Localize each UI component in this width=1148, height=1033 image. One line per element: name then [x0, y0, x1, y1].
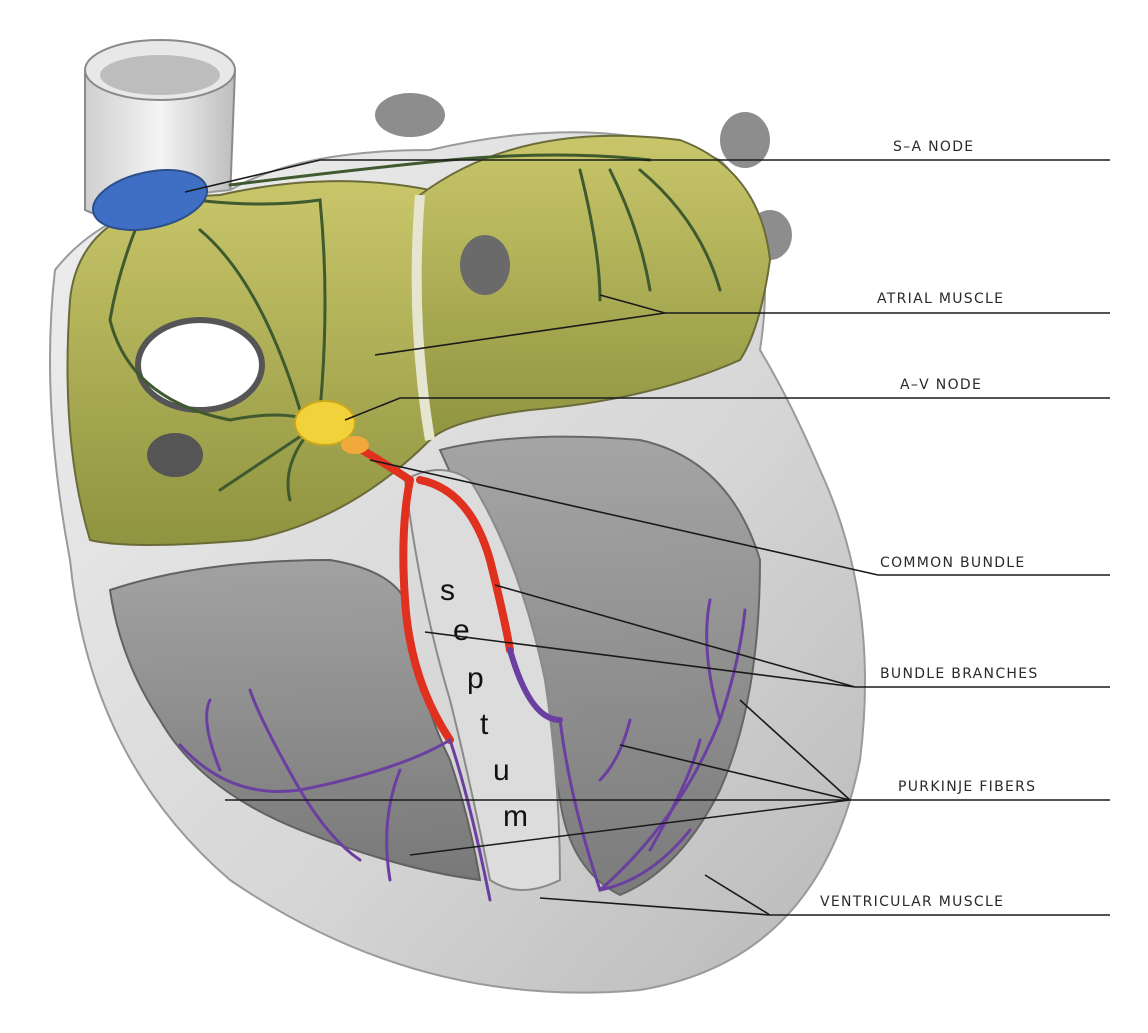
- right-bundle-branch: [399, 476, 454, 744]
- av-node-tail: [341, 436, 369, 454]
- leader-bundle-branches: [424, 584, 1110, 688]
- septum-label: s e p t u m: [440, 574, 528, 833]
- pulmonary-vein-opening: [460, 235, 510, 295]
- labels: S–A NODE ATRIAL MUSCLE A–V NODE COMMON B…: [820, 139, 1039, 910]
- label-atrial-muscle: ATRIAL MUSCLE: [877, 291, 1004, 307]
- septum-letter: s: [440, 574, 455, 607]
- septum-wall: [403, 469, 562, 891]
- septum-letter: t: [480, 708, 489, 741]
- sa-node: [91, 169, 209, 231]
- septum-letter: p: [467, 662, 484, 695]
- leader-purkinje-fibers: [225, 699, 1110, 856]
- label-common-bundle: COMMON BUNDLE: [880, 555, 1026, 571]
- label-bundle-branches: BUNDLE BRANCHES: [880, 666, 1039, 682]
- label-ventricular-muscle: VENTRICULAR MUSCLE: [820, 894, 1004, 910]
- av-node: [294, 400, 356, 446]
- atria: [66, 134, 772, 546]
- coronary-sinus-opening: [147, 433, 203, 477]
- label-purkinje-fibers: PURKINJE FIBERS: [898, 779, 1036, 795]
- ivc-opening: [135, 317, 265, 413]
- leader-ventricular-muscle: [539, 874, 1110, 916]
- label-sa-node: S–A NODE: [893, 139, 974, 155]
- leader-lines: [184, 159, 1110, 916]
- leader-atrial-muscle: [374, 294, 1110, 356]
- leader-common-bundle: [369, 459, 1110, 576]
- left-bundle-branch: [416, 476, 514, 654]
- leader-sa-node: [184, 159, 1110, 193]
- label-av-node: A–V NODE: [900, 377, 982, 393]
- septum-letter: m: [503, 800, 528, 833]
- septum-letter: e: [453, 614, 470, 647]
- septum-letter: u: [493, 754, 510, 787]
- leader-av-node: [344, 397, 1110, 421]
